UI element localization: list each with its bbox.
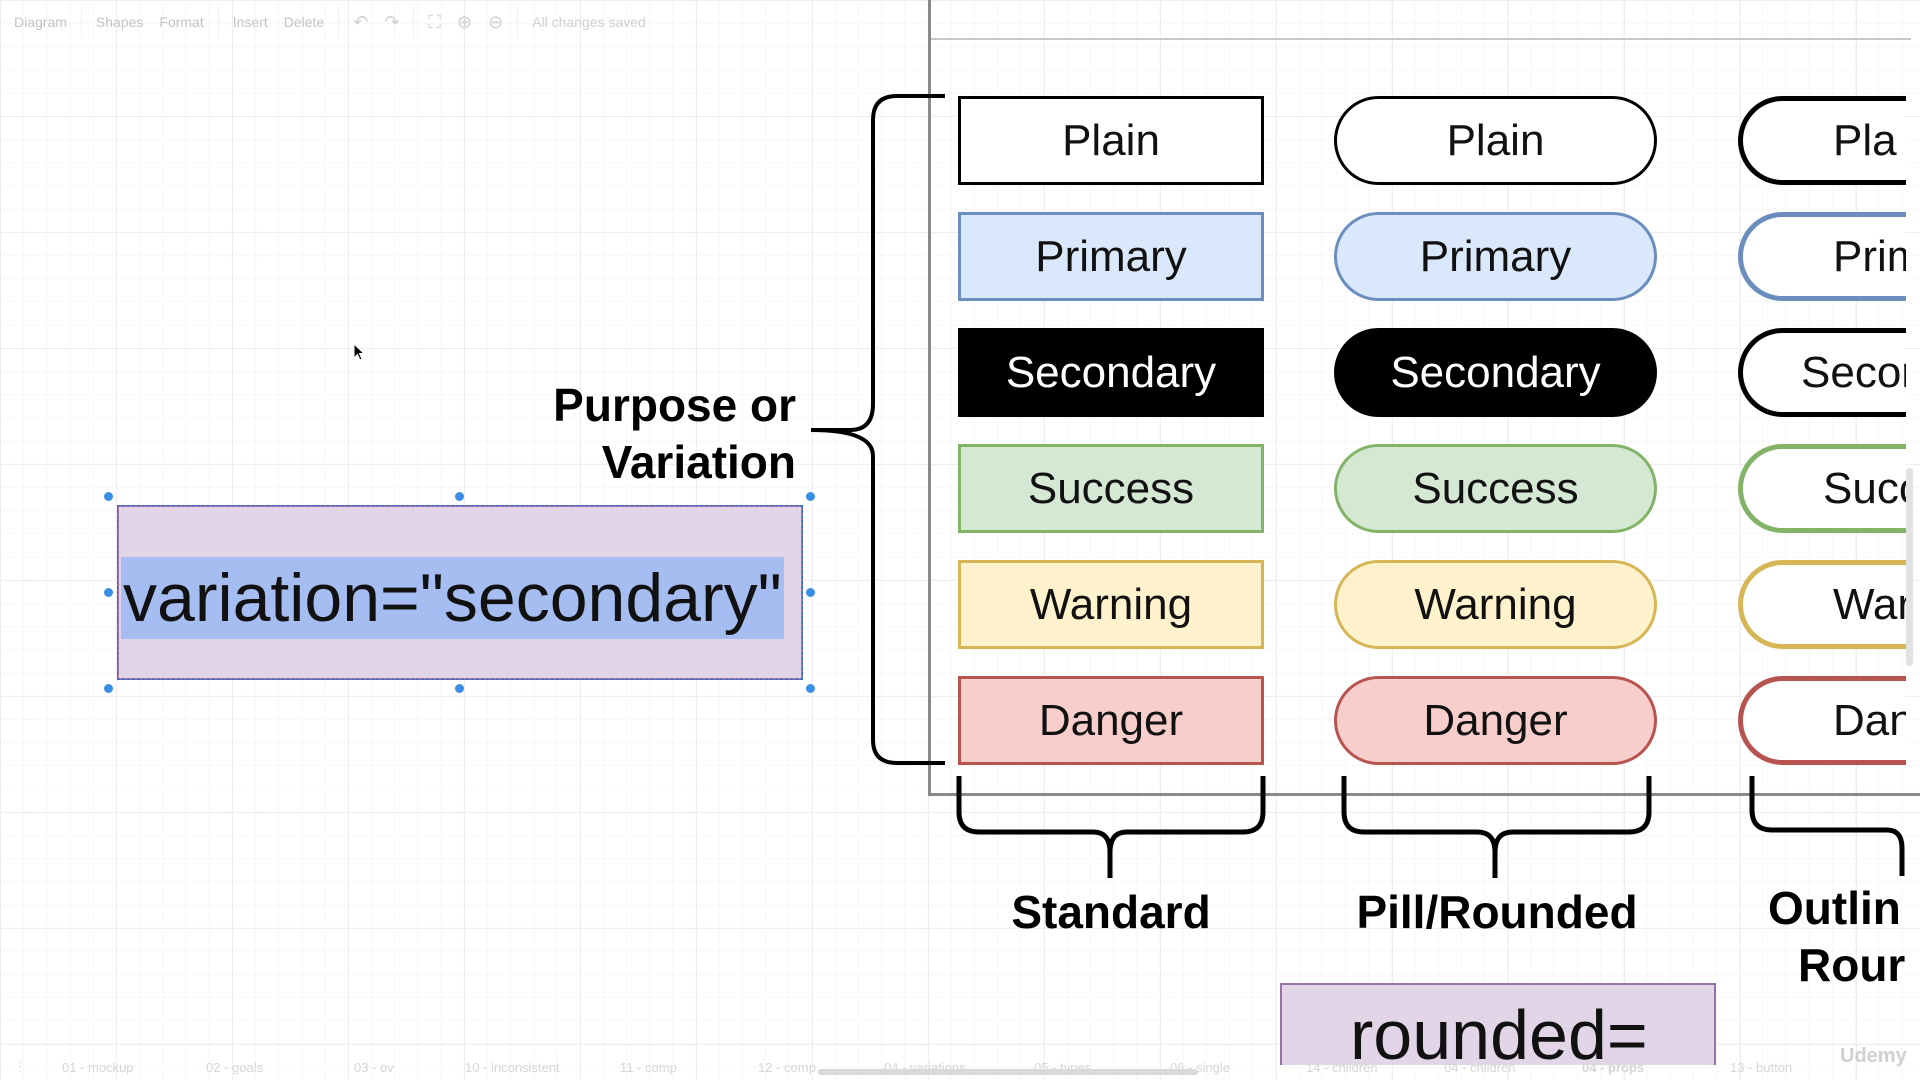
outline-column-label-line2: Rour (1798, 939, 1906, 991)
outline-danger-button[interactable]: Dan (1738, 676, 1906, 765)
resize-handle-bottom[interactable] (455, 684, 464, 693)
outline-primary-button[interactable]: Prim (1738, 212, 1906, 301)
resize-handle-top-left[interactable] (104, 492, 113, 501)
purpose-label-line2: Variation (601, 436, 796, 488)
toolbar-group-history: ↶ ↷ (339, 7, 415, 37)
resize-handle-top-right[interactable] (806, 492, 815, 501)
resize-handle-left[interactable] (104, 588, 113, 597)
page-tab[interactable]: 13 - button (1730, 1059, 1793, 1075)
resize-handle-top[interactable] (455, 492, 464, 501)
page-boundary-top (931, 38, 1911, 40)
undo-icon[interactable]: ↶ (353, 11, 369, 32)
page-tab[interactable]: 01 - mockup (62, 1059, 134, 1075)
outline-success-button[interactable]: Succ (1738, 444, 1906, 533)
page-boundary (928, 0, 1920, 796)
delete-button[interactable]: Delete (283, 14, 325, 30)
rounded-prop-text: rounded= (1350, 996, 1648, 1065)
mouse-cursor-icon (353, 343, 366, 361)
page-tab-active[interactable]: 04 - props (1582, 1059, 1645, 1075)
outline-secondary-button[interactable]: Secor (1738, 328, 1906, 417)
purpose-label-line1: Purpose or (553, 379, 796, 431)
resize-handle-bottom-right[interactable] (806, 684, 815, 693)
toolbar: Diagram Shapes Format Insert Delete ↶ ↷ … (0, 0, 925, 44)
page-tab[interactable]: 11 - comp (620, 1059, 677, 1075)
standard-success-button[interactable]: Success (958, 444, 1264, 533)
toolbar-group-edit: Insert Delete (219, 7, 340, 37)
toolbar-group-view: ⛶ ⊕ ⊖ (414, 7, 519, 37)
page-tab[interactable]: 03 - ov (354, 1059, 394, 1075)
udemy-watermark: Udemy (1840, 1045, 1907, 1067)
outline-brace (1749, 776, 1905, 876)
standard-danger-button[interactable]: Danger (958, 676, 1264, 765)
rounded-prop-shape[interactable]: rounded= (1280, 983, 1716, 1065)
page-tab[interactable]: 04 - children (1444, 1059, 1516, 1075)
pill-column-label[interactable]: Pill/Rounded (1356, 886, 1638, 938)
horizontal-scrollbar[interactable] (818, 1069, 1198, 1075)
standard-plain-button[interactable]: Plain (958, 96, 1264, 185)
outline-plain-button[interactable]: Pla (1738, 96, 1906, 185)
resize-handle-bottom-left[interactable] (104, 684, 113, 693)
pill-plain-button[interactable]: Plain (1334, 96, 1657, 185)
page-tabs-menu-icon[interactable]: ⋮ (14, 1059, 27, 1074)
format-button[interactable]: Format (159, 14, 204, 30)
outline-column-label[interactable]: Outlin Rour (1768, 880, 1908, 994)
page-tab[interactable]: 10 - inconsistent (465, 1059, 560, 1075)
zoom-out-icon[interactable]: ⊖ (488, 11, 504, 32)
standard-primary-button[interactable]: Primary (958, 212, 1264, 301)
selected-text-highlight[interactable]: variation="secondary" (121, 557, 784, 639)
pill-success-button[interactable]: Success (1334, 444, 1657, 533)
zoom-in-icon[interactable]: ⊕ (457, 11, 473, 32)
page-tab[interactable]: 02 - goals (206, 1059, 264, 1075)
diagram-menu[interactable]: Diagram (14, 14, 67, 30)
page-tabs: ⋮ 01 - mockup 02 - goals 03 - ov 10 - in… (0, 1054, 1920, 1080)
save-status: All changes saved (532, 14, 646, 30)
pill-warning-button[interactable]: Warning (1334, 560, 1657, 649)
purpose-label[interactable]: Purpose or Variation (536, 377, 796, 491)
selection-outline (117, 505, 803, 680)
standard-secondary-button[interactable]: Secondary (958, 328, 1264, 417)
resize-handle-right[interactable] (806, 588, 815, 597)
standard-column-label[interactable]: Standard (1011, 886, 1211, 938)
vertical-scrollbar[interactable] (1906, 468, 1913, 666)
insert-button[interactable]: Insert (232, 14, 268, 30)
pill-secondary-button[interactable]: Secondary (1334, 328, 1657, 417)
page-tab[interactable]: 14 - children (1306, 1059, 1378, 1075)
toolbar-group-diagram: Diagram (0, 7, 82, 37)
page-tab[interactable]: 12 - comp (758, 1059, 816, 1075)
standard-brace (956, 776, 1266, 878)
vertical-curly-brace (810, 94, 945, 765)
redo-icon[interactable]: ↷ (384, 11, 400, 32)
outline-column-label-line1: Outlin (1768, 882, 1901, 934)
fullscreen-icon[interactable]: ⛶ (428, 11, 442, 32)
pill-primary-button[interactable]: Primary (1334, 212, 1657, 301)
pill-brace (1341, 776, 1652, 878)
pill-danger-button[interactable]: Danger (1334, 676, 1657, 765)
shapes-button[interactable]: Shapes (95, 14, 144, 30)
standard-warning-button[interactable]: Warning (958, 560, 1264, 649)
toolbar-group-panels: Shapes Format (82, 7, 219, 37)
outline-warning-button[interactable]: Warr (1738, 560, 1906, 649)
